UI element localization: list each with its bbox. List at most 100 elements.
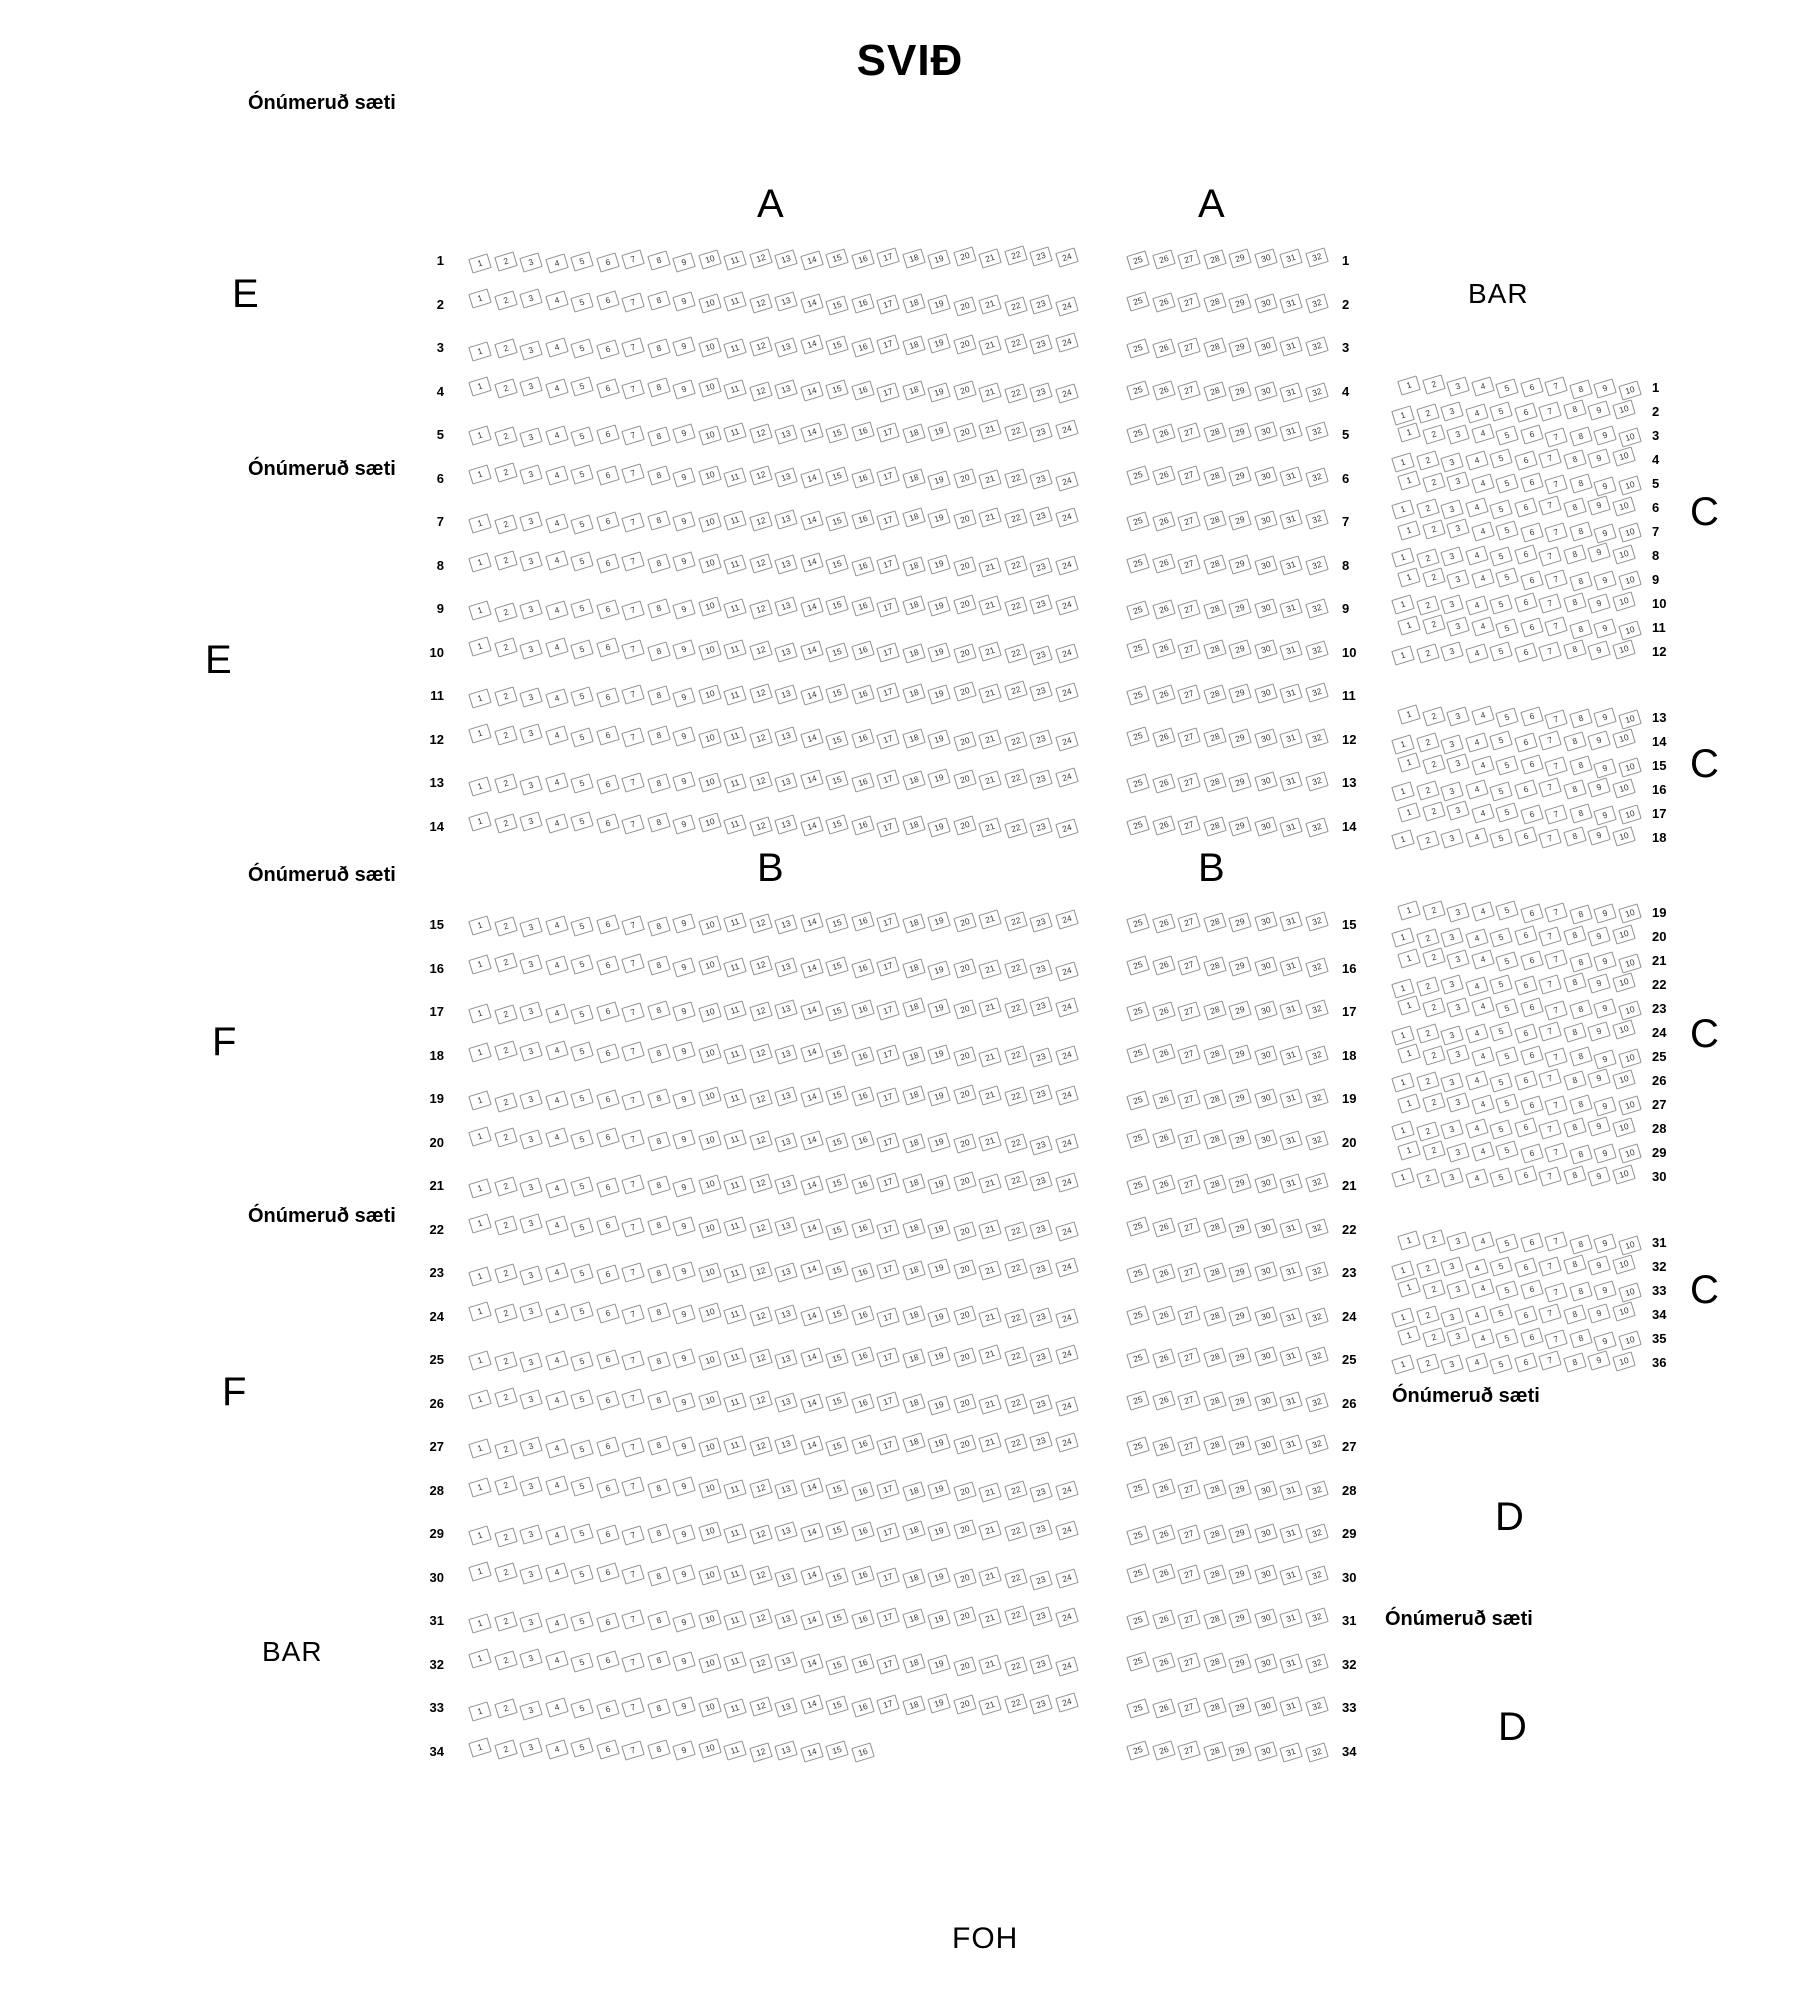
seat[interactable]: 21 [978,909,1002,930]
seat[interactable]: 1 [468,341,492,362]
seat[interactable]: 2 [493,1091,518,1113]
seat[interactable]: 28 [1202,292,1227,313]
seat[interactable]: 9 [672,1216,696,1237]
seat[interactable]: 21 [978,335,1002,356]
seat[interactable]: 5 [570,1003,594,1025]
seat[interactable]: 13 [774,508,798,530]
seat[interactable]: 10 [697,1697,722,1718]
seat[interactable]: 11 [723,597,747,619]
seat[interactable]: 8 [1562,399,1587,420]
seat[interactable]: 1 [1397,1277,1421,1298]
seat[interactable]: 11 [723,1740,747,1761]
seat[interactable]: 13 [774,1651,798,1672]
seat[interactable]: 10 [1617,1048,1642,1069]
seat[interactable]: 8 [1568,473,1593,494]
seat[interactable]: 14 [799,685,824,706]
seat[interactable]: 2 [493,1303,518,1324]
seat[interactable]: 14 [799,1347,824,1368]
seat[interactable]: 31 [1279,1261,1303,1282]
seat[interactable]: 28 [1202,1608,1227,1630]
seat[interactable]: 5 [1489,926,1513,948]
seat[interactable]: 12 [748,1305,773,1327]
seat[interactable]: 10 [1611,924,1636,945]
seat[interactable]: 15 [825,1260,849,1281]
seat[interactable]: 12 [748,1260,773,1282]
seat[interactable]: 18 [901,555,926,577]
seat[interactable]: 4 [1464,545,1489,566]
seat[interactable]: 16 [850,596,875,617]
seat[interactable]: 11 [723,379,747,400]
seat[interactable]: 5 [570,463,594,485]
seat[interactable]: 31 [1279,1218,1303,1239]
seat[interactable]: 6 [1519,1327,1544,1348]
seat[interactable]: 28 [1202,422,1227,443]
seat[interactable]: 10 [1611,1019,1636,1040]
seat[interactable]: 7 [1544,521,1568,543]
seat[interactable]: 10 [697,1262,722,1283]
seat[interactable]: 18 [901,1520,926,1541]
seat[interactable]: 7 [1538,730,1562,751]
seat[interactable]: 28 [1202,380,1227,402]
seat[interactable]: 14 [799,815,824,837]
seat[interactable]: 22 [1003,1480,1028,1501]
seat[interactable]: 8 [1562,1352,1587,1373]
seat[interactable]: 10 [1611,778,1636,799]
seat[interactable]: 26 [1151,1128,1176,1149]
seat[interactable]: 3 [1446,902,1470,923]
seat[interactable]: 4 [544,1390,569,1411]
seat[interactable]: 17 [876,817,900,838]
seat[interactable]: 25 [1126,773,1150,794]
seat[interactable]: 21 [978,817,1002,838]
seat[interactable]: 11 [723,554,747,575]
seat[interactable]: 24 [1054,1045,1079,1066]
seat[interactable]: 27 [1177,1524,1201,1545]
seat[interactable]: 14 [799,769,824,790]
seat[interactable]: 24 [1054,471,1079,492]
seat[interactable]: 12 [748,1089,773,1110]
seat[interactable]: 18 [901,1260,926,1281]
seat[interactable]: 24 [1054,1344,1079,1365]
seat[interactable]: 18 [901,595,926,616]
seat[interactable]: 5 [570,338,594,359]
seat[interactable]: 15 [825,770,849,791]
seat[interactable]: 6 [1513,1070,1538,1091]
seat[interactable]: 3 [519,427,543,448]
seat[interactable]: 24 [1054,1396,1079,1417]
seat[interactable]: 10 [697,1130,722,1151]
seat[interactable]: 21 [978,682,1002,704]
seat[interactable]: 30 [1253,639,1278,660]
seat[interactable]: 20 [952,296,977,317]
seat[interactable]: 4 [1470,996,1495,1017]
seat[interactable]: 10 [697,772,722,793]
seat[interactable]: 15 [825,248,849,269]
seat[interactable]: 3 [519,252,543,273]
seat[interactable]: 4 [544,1562,569,1583]
seat[interactable]: 4 [1470,1230,1495,1252]
seat[interactable]: 19 [927,596,951,617]
seat[interactable]: 2 [493,1387,518,1408]
seat[interactable]: 28 [1202,465,1227,487]
seat[interactable]: 15 [825,1567,849,1588]
seat[interactable]: 18 [901,770,926,791]
seat[interactable]: 6 [595,377,620,399]
seat[interactable]: 9 [672,336,696,357]
seat[interactable]: 3 [1440,641,1464,662]
seat[interactable]: 6 [595,1612,620,1633]
seat[interactable]: 15 [825,423,849,444]
seat[interactable]: 5 [570,1041,594,1062]
seat[interactable]: 5 [1495,1045,1519,1067]
seat[interactable]: 31 [1279,555,1303,576]
seat[interactable]: 12 [748,1042,773,1064]
seat[interactable]: 19 [927,729,951,750]
seat[interactable]: 10 [697,1738,722,1759]
seat[interactable]: 19 [927,249,951,270]
seat[interactable]: 24 [1054,507,1079,528]
seat[interactable]: 1 [1391,499,1415,520]
seat[interactable]: 23 [1029,1083,1053,1105]
seat[interactable]: 4 [1470,423,1495,444]
seat[interactable]: 28 [1202,248,1227,270]
seat[interactable]: 9 [1593,425,1617,446]
seat[interactable]: 18 [901,1695,926,1716]
seat[interactable]: 14 [799,1305,824,1327]
seat[interactable]: 2 [493,1176,518,1197]
